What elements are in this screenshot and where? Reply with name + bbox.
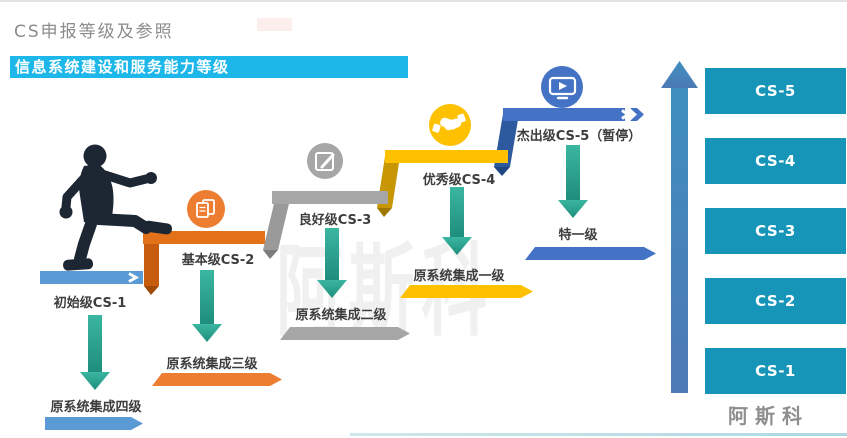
cs-scale-box-cs4: CS-4 (705, 138, 846, 184)
documents-icon (187, 190, 225, 228)
edit-icon (307, 143, 343, 179)
bottom-divider (350, 433, 847, 436)
step-bar-cs3 (272, 191, 388, 204)
legacy-bar-si4 (45, 417, 143, 430)
down-arrow-cs1 (80, 315, 110, 390)
legacy-bar-si1 (400, 285, 533, 298)
cs-scale-box-cs1: CS-1 (705, 348, 846, 394)
step-label-cs4: 优秀级CS-4 (422, 173, 496, 188)
page-title: CS申报等级及参照 (14, 22, 174, 42)
down-arrow-cs4 (442, 187, 472, 255)
step-riser-2 (144, 231, 159, 295)
cs-scale-box-cs2: CS-2 (705, 278, 846, 324)
step-riser-3 (263, 191, 292, 259)
cs-scale-box-cs3: CS-3 (705, 208, 846, 254)
top-divider (0, 0, 847, 2)
cs-scale-box-cs5: CS-5 (705, 68, 846, 114)
legacy-bar-special1 (525, 247, 656, 260)
step-label-cs3: 良好级CS-3 (298, 213, 372, 228)
step-label-cs2: 基本级CS-2 (181, 253, 255, 268)
step-label-cs5: 杰出级CS-5（暂停） (516, 129, 642, 144)
step-label-cs1: 初始级CS-1 (53, 296, 127, 311)
step-bar-cs5-arrow-tip (630, 108, 644, 121)
down-arrow-cs2 (192, 270, 222, 342)
brand-footer: 阿斯科 (728, 404, 809, 428)
step-bar-cs5-chevron (621, 109, 631, 120)
legacy-label-si1: 原系统集成一级 (413, 269, 505, 284)
section-banner: 信息系统建设和服务能力等级 (10, 56, 408, 78)
step-bar-cs1-chevron (128, 272, 140, 283)
handshake-icon (429, 104, 471, 146)
highlight-artifact (257, 18, 292, 31)
step-bar-cs1 (40, 271, 143, 284)
down-arrow-cs3 (317, 228, 347, 298)
up-arrow-icon (661, 61, 698, 393)
legacy-bar-si2 (280, 327, 410, 340)
legacy-label-si3: 原系统集成三级 (166, 357, 258, 372)
step-bar-cs2 (143, 231, 265, 244)
video-icon (541, 66, 583, 108)
step-bar-cs4 (385, 150, 508, 163)
legacy-label-si2: 原系统集成二级 (295, 308, 387, 323)
step-bar-cs5 (503, 108, 625, 121)
legacy-label-special1: 特一级 (558, 228, 598, 243)
down-arrow-cs5 (558, 145, 588, 218)
legacy-bar-si3 (152, 373, 282, 386)
legacy-label-si4: 原系统集成四级 (50, 400, 142, 415)
climbing-person-icon (59, 144, 173, 271)
